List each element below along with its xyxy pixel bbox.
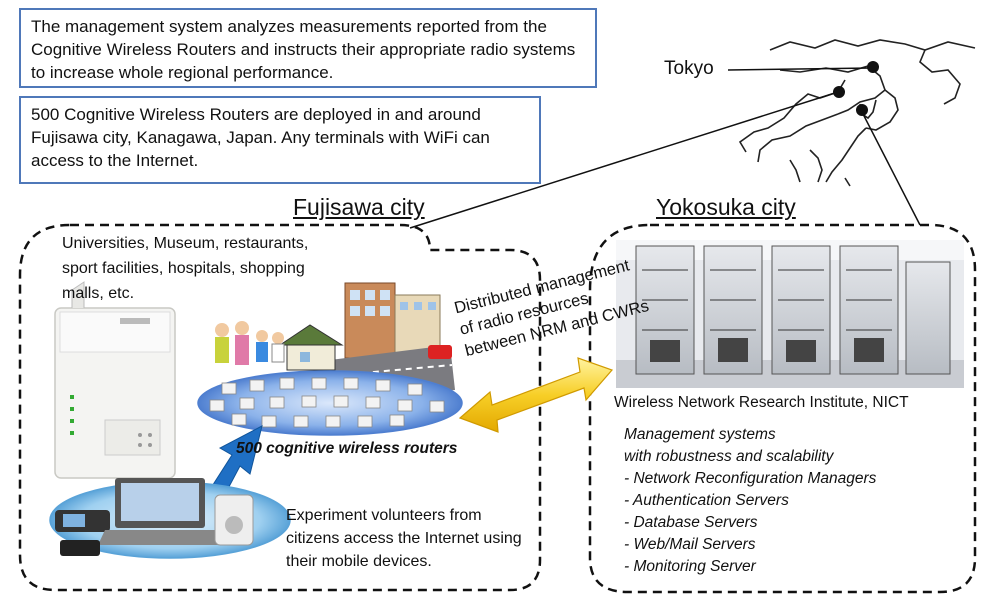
yokosuka-connector [861,111,921,226]
yokosuka-region [588,223,977,594]
router-device-image [54,281,176,479]
mini-routers [209,377,445,428]
yellow-double-arrow [458,357,614,433]
router-count-label: 500 cognitive wireless routers [236,440,458,457]
fujisawa-connector [409,91,839,229]
tokyo-label: Tokyo [664,58,714,79]
institute-label: Wireless Network Research Institute, NIC… [614,394,909,411]
fujisawa-region [18,223,542,592]
management-systems-list: Management systems with robustness and s… [624,424,876,578]
volunteers-text: Experiment volunteers from citizens acce… [286,507,522,570]
yokosuka-dot [856,104,868,116]
management-info-text: The management system analyzes measureme… [31,17,576,82]
management-info-box: The management system analyzes measureme… [19,8,597,88]
mgmt-item: - Authentication Servers [624,492,789,509]
yokosuka-title: Yokosuka city [656,194,796,220]
venues-text: Universities, Museum, restaurants, sport… [62,235,309,302]
mobile-devices-image [55,478,254,556]
mgmt-heading-2: with robustness and scalability [624,448,834,465]
tokyo-dot [867,61,879,73]
mgmt-item: - Monitoring Server [624,558,756,575]
mgmt-heading-1: Management systems [624,426,776,443]
mgmt-item: - Database Servers [624,514,758,531]
server-room-image [616,240,964,388]
deployment-info-box: 500 Cognitive Wireless Routers are deplo… [19,96,541,184]
fujisawa-dot [833,86,845,98]
tokyo-pointer-line [727,67,873,71]
deployment-info-text: 500 Cognitive Wireless Routers are deplo… [31,105,490,170]
mgmt-item: - Web/Mail Servers [624,536,756,553]
mgmt-item: - Network Reconfiguration Managers [624,470,877,487]
fujisawa-title: Fujisawa city [293,194,425,220]
